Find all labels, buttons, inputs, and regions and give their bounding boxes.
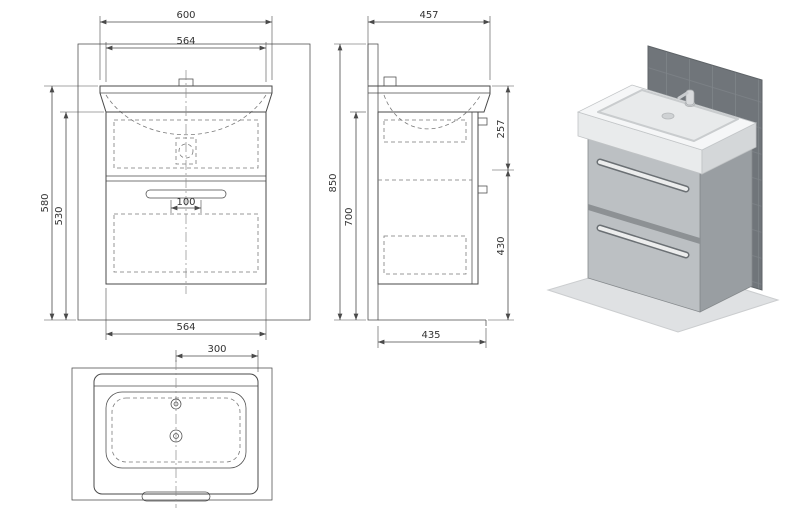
dim-label-300: 300 [207,344,226,355]
top-back-panel [71,367,273,501]
dim-front-handle: 100 [170,197,202,213]
iso-drawer-gap [588,204,700,244]
dim-label-430: 430 [496,236,507,255]
dim-label-257: 257 [496,119,507,138]
side-cabinet-outline [377,111,488,326]
side-handle-1 [478,117,488,126]
dim-label-580: 580 [40,193,51,212]
dim-front-cabinet-width: 564 [105,288,267,340]
iso-tap-icon [677,89,696,107]
top-basin-outline [93,360,259,508]
dim-front-cabinet-height: 530 [54,111,104,320]
dim-label-530: 530 [54,206,65,225]
isometric-view [546,45,780,333]
iso-basin [576,84,758,175]
dim-side-cabinet-height: 700 [344,111,366,320]
dim-label-564-bottom: 564 [176,322,195,333]
side-wall-panel [367,43,379,321]
dim-front-total-height: 580 [40,85,98,321]
side-tap-icon [383,76,397,87]
dim-top-center-to-edge: 300 [175,344,259,372]
dim-label-564-top: 564 [176,36,195,47]
dim-side-total-depth: 457 [367,10,491,80]
dim-side-upper-section: 257 [492,85,514,171]
dim-side-lower-section: 430 [488,170,514,321]
side-handle-2 [478,185,488,194]
iso-drain [661,112,675,120]
dim-label-600: 600 [176,10,195,21]
iso-handle-bottom [596,224,690,259]
dim-front-total-width: 600 [99,10,273,80]
dim-side-wall-height: 850 [328,43,366,321]
dim-side-bottom-depth: 435 [377,326,487,348]
dim-label-850: 850 [328,173,339,192]
front-back-panel [77,43,311,321]
side-view: 457 850 700 257 430 435 [328,10,514,348]
front-cabinet-outline [105,70,267,294]
dim-label-457: 457 [419,10,438,21]
top-view: 300 [71,344,273,508]
dim-label-435: 435 [421,330,440,341]
dim-label-700: 700 [344,207,355,226]
dim-front-basin-width: 564 [105,36,267,82]
front-view: 600 564 580 530 100 [40,10,311,340]
iso-handle-top [596,158,690,193]
dim-label-100: 100 [176,197,195,208]
